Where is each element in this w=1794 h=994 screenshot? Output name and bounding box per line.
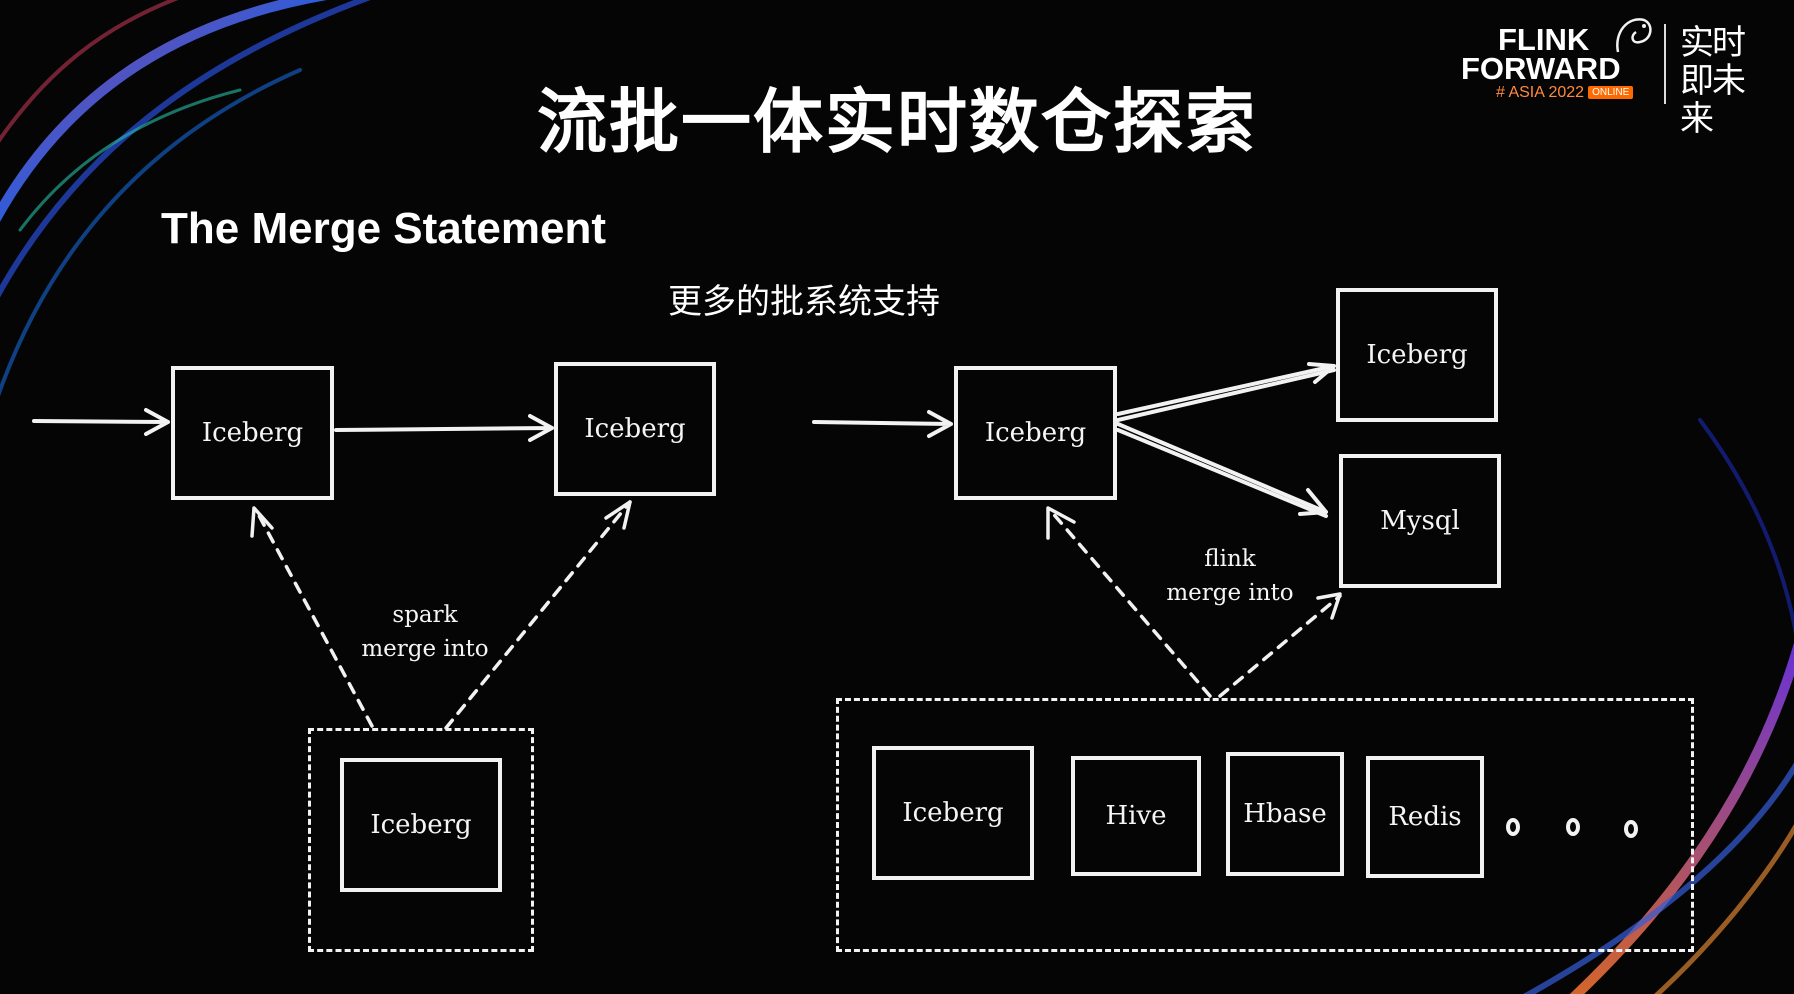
flink-merge-label-line2: merge into (1166, 580, 1294, 606)
right-target-mysql-node: Mysql (1339, 454, 1501, 588)
batch-system-redis: Redis (1366, 756, 1484, 878)
batch-system-hive: Hive (1071, 756, 1201, 876)
logo-line-forward: FORWARD (1461, 51, 1621, 86)
batch-systems-container (836, 698, 1694, 952)
spark-merge-to-source-arrow (254, 508, 374, 728)
squirrel-icon (1616, 18, 1652, 53)
logo-online-badge: ONLINE (1588, 86, 1634, 100)
right-input-arrow (812, 410, 953, 438)
left-target-iceberg-node: Iceberg (554, 362, 716, 496)
batch-system-iceberg: Iceberg (872, 746, 1034, 880)
left-batch-iceberg-node: Iceberg (340, 758, 502, 892)
flink-merge-to-source-arrow (1048, 508, 1212, 698)
right-source-iceberg-node: Iceberg (954, 366, 1117, 500)
right-target-iceberg-node: Iceberg (1336, 288, 1498, 422)
spark-merge-to-target-arrow (444, 500, 632, 730)
flink-merge-to-mysql-arrow (1218, 594, 1342, 698)
batch-system-hbase: Hbase (1226, 752, 1344, 876)
spark-merge-label-line2: merge into (361, 636, 489, 662)
left-source-iceberg-node: Iceberg (171, 366, 334, 500)
diagram-caption: 更多的批系统支持 (668, 282, 940, 322)
section-heading: The Merge Statement (161, 204, 606, 253)
ellipsis-dot (1566, 818, 1580, 836)
flink-merge-label-line1: flink (1204, 546, 1256, 572)
left-flow-arrow (334, 414, 554, 442)
ellipsis-dot (1624, 820, 1638, 838)
slide-title: 流批一体实时数仓探索 (537, 81, 1257, 163)
spark-merge-label-line1: spark (392, 602, 458, 628)
left-batch-container (308, 728, 534, 952)
logo-slogan: 实时即未来 (1680, 23, 1746, 139)
logo-event-text: # ASIA 2022 (1496, 84, 1585, 101)
logo-line-flink: FLINK (1498, 22, 1590, 57)
flink-merge-label: flink merge into (1140, 542, 1320, 610)
logo-separator (1664, 24, 1666, 104)
right-to-iceberg-arrow (1116, 362, 1336, 416)
left-input-arrow (32, 408, 170, 436)
spark-merge-label: spark merge into (340, 598, 510, 666)
ellipsis-dot (1506, 818, 1520, 836)
right-to-mysql-arrow (1116, 422, 1328, 516)
